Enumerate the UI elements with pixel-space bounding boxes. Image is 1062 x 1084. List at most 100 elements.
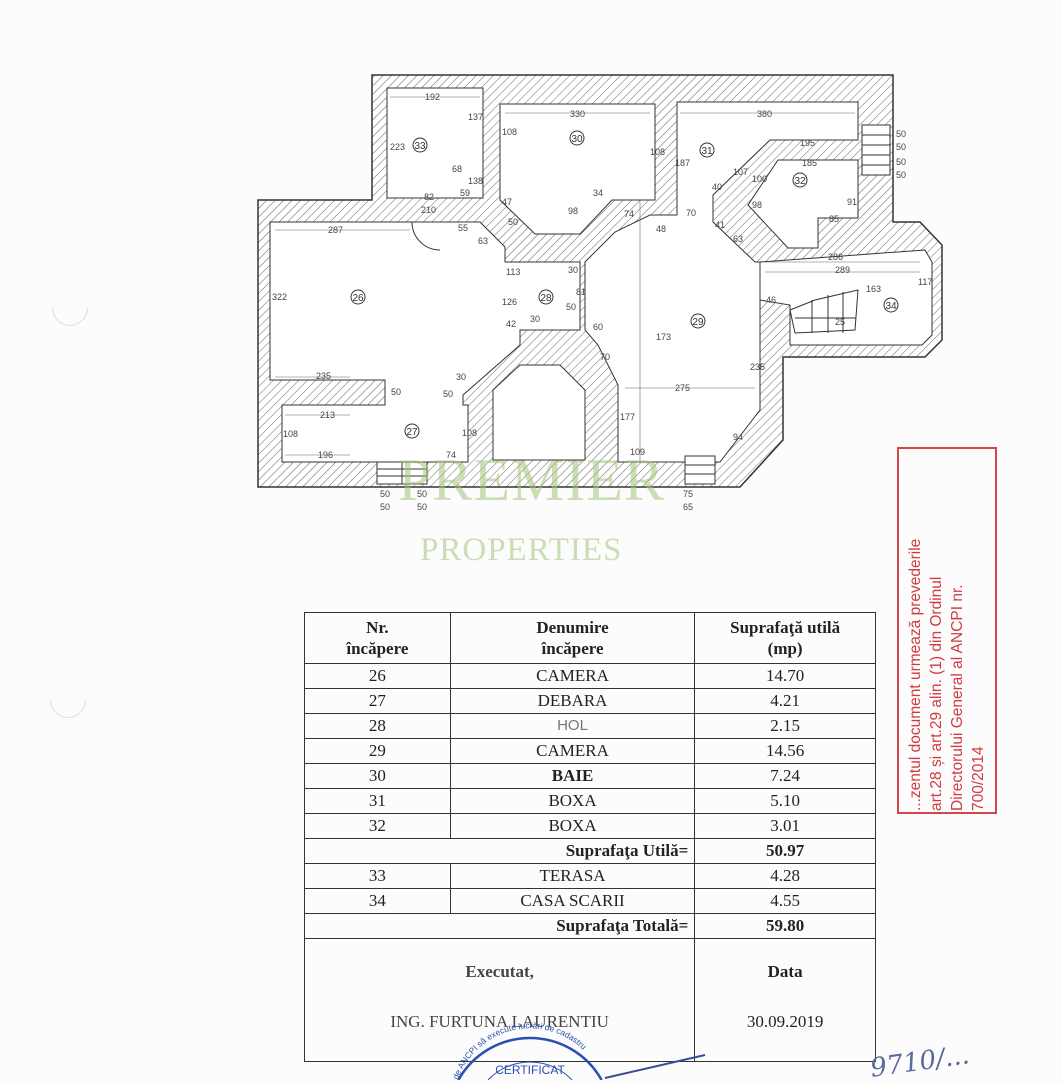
room-32: [747, 159, 859, 249]
col-header: încăpere: [346, 639, 409, 658]
stamp-line: ...zentul document urmează prevederile: [907, 538, 924, 811]
dimension-label: 108: [650, 147, 665, 157]
dimension-label: 163: [866, 284, 881, 294]
dimension-label: 113: [506, 267, 520, 277]
dimension-label: 41: [715, 220, 725, 230]
executed-label: Executat,: [465, 962, 534, 981]
punch-hole: [42, 674, 94, 726]
cell: 2.15: [694, 713, 876, 739]
useful-area-value: 50.97: [694, 838, 876, 864]
stamp-certificate-text: CERTIFICAT: [495, 1063, 565, 1077]
cell: 14.56: [694, 738, 876, 764]
cell: CASA SCARII: [449, 888, 696, 914]
dimension-label: 235: [316, 371, 331, 381]
cell: 4.55: [694, 888, 876, 914]
signature-row: Executat, ING. FURTUNA LAURENTIU Data 30…: [303, 938, 876, 1062]
executed-cell: Executat, ING. FURTUNA LAURENTIU: [303, 938, 696, 1062]
dimension-label: 195: [800, 138, 815, 148]
stamp-line: 700/2014: [970, 745, 987, 811]
room-30: [499, 103, 656, 235]
cell: BOXA: [449, 813, 696, 839]
cell: 26: [304, 663, 451, 689]
dimension-label: 286: [828, 252, 843, 262]
cell: 34: [304, 888, 451, 914]
dimension-label: 75: [683, 489, 693, 499]
dimension-label: 138: [468, 176, 483, 186]
dimension-label: 322: [272, 292, 287, 302]
dimension-label: 108: [462, 428, 477, 438]
cell: DEBARA: [449, 688, 696, 714]
dimension-label: 210: [421, 205, 436, 215]
dimension-label: 30: [456, 372, 466, 382]
room-33: [386, 87, 484, 199]
dimension-label: 30: [568, 265, 578, 275]
cell: 31: [304, 788, 451, 814]
dimension-label: 25: [835, 317, 845, 327]
date-label: Data: [767, 962, 803, 981]
cell: 7.24: [694, 763, 876, 789]
cell: BAIE: [449, 763, 696, 789]
col-header: încăpere: [541, 639, 604, 658]
stairs-icon: [376, 124, 891, 485]
total-area-row: Suprafaţa Totală=59.80: [303, 913, 876, 939]
dimension-label: 196: [318, 450, 333, 460]
dimension-label: 42: [506, 319, 516, 329]
cell: 33: [304, 863, 451, 889]
dimension-label: 30: [530, 314, 540, 324]
dimension-label: 50: [896, 157, 906, 167]
cell: HOL: [449, 713, 696, 739]
dimension-label: 34: [593, 188, 603, 198]
cell: CAMERA: [449, 738, 696, 764]
useful-area-label: Suprafaţa Utilă=: [303, 838, 696, 864]
dimension-label: 74: [446, 450, 456, 460]
dimension-label: 82: [424, 192, 434, 202]
date-cell: Data 30.09.2019: [694, 938, 876, 1062]
dimension-label: 40: [712, 182, 722, 192]
dimension-label: 109: [630, 447, 645, 457]
dimension-label: 173: [656, 332, 671, 342]
col-header: Suprafaţă utilă: [730, 618, 841, 637]
cell: CAMERA: [449, 663, 696, 689]
total-area-value: 59.80: [694, 913, 876, 939]
room-number: 34: [885, 301, 897, 312]
dimension-label: 50: [896, 170, 906, 180]
stamp-line: art.28 și art.29 alin. (1) din Ordinul: [928, 576, 945, 811]
dimension-label: 70: [686, 208, 696, 218]
dimension-labels: 192 223 137 68 138 82 210 59 330 108 47 …: [272, 92, 932, 512]
dimension-label: 117: [918, 277, 932, 287]
dimension-label: 50: [443, 389, 453, 399]
signature-stroke: [604, 1054, 706, 1079]
room-29-31: [584, 101, 859, 463]
cell: 27: [304, 688, 451, 714]
handwritten-number: 9710/...: [868, 1040, 972, 1084]
dimension-label: 107: [733, 167, 748, 177]
dimension-label: 287: [328, 225, 343, 235]
room-number: 31: [701, 146, 713, 157]
cell: 5.10: [694, 788, 876, 814]
date-value: 30.09.2019: [746, 1012, 824, 1031]
dimension-label: 177: [620, 412, 635, 422]
watermark-logo: PREMIER: [398, 447, 666, 513]
dimension-label: 213: [320, 410, 335, 420]
dimension-label: 50: [380, 502, 390, 512]
room-number: 32: [794, 176, 806, 187]
dimension-label: 50: [896, 142, 906, 152]
dimension-label: 50: [417, 489, 427, 499]
cell: 4.28: [694, 863, 876, 889]
room-number: 29: [692, 317, 704, 328]
cell: TERASA: [449, 863, 696, 889]
watermark-logo-subtitle: PROPERTIES: [420, 532, 623, 568]
dimension-label: 380: [757, 109, 772, 119]
col-header: Denumire: [536, 618, 609, 637]
col-header: (mp): [767, 639, 803, 658]
room-number: 33: [414, 141, 426, 152]
room-number: 26: [352, 293, 364, 304]
cell: 28: [304, 713, 451, 739]
dimension-label: 59: [460, 188, 470, 198]
dimension-label: 187: [675, 158, 690, 168]
engineer-name: ING. FURTUNA LAURENTIU: [390, 1012, 609, 1031]
